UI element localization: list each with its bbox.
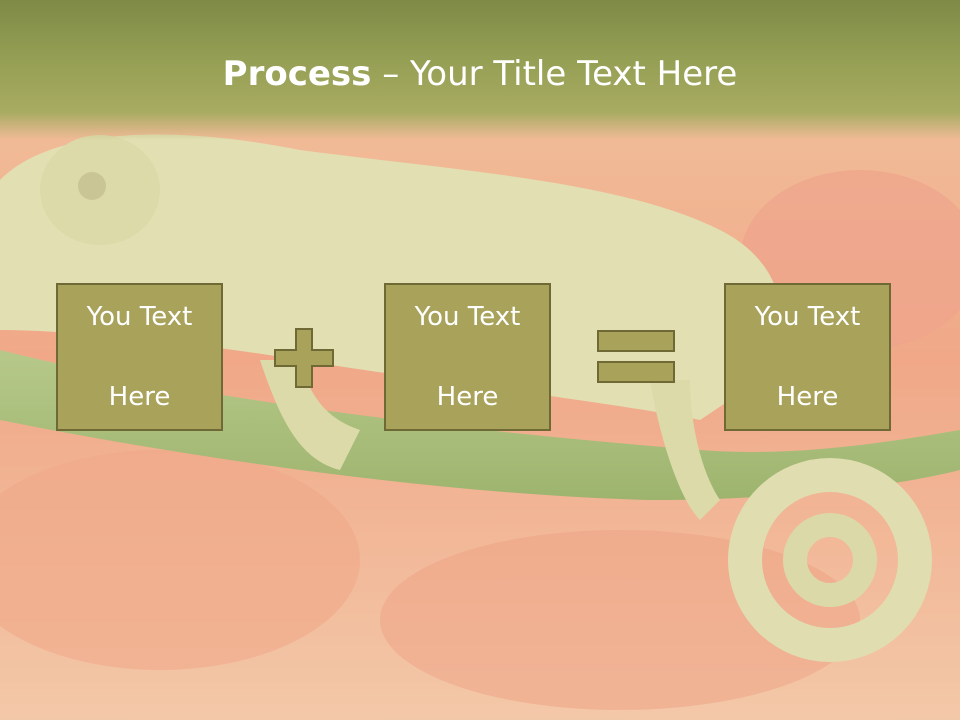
slide-title: Process – Your Title Text Here [0,52,960,96]
title-rest: Your Title Text Here [410,54,738,94]
equals-icon [597,330,675,383]
title-band [0,0,960,140]
box-3-line-2: Here [776,382,839,412]
title-dash: – [371,54,411,94]
box-1-line-2: Here [108,382,171,412]
plus-icon [274,328,334,388]
title-bold-part: Process [222,54,372,94]
box-2-line-1: You Text [414,302,521,332]
box-1-line-1: You Text [86,302,193,332]
box-2-line-2: Here [436,382,499,412]
box-3-line-1: You Text [754,302,861,332]
